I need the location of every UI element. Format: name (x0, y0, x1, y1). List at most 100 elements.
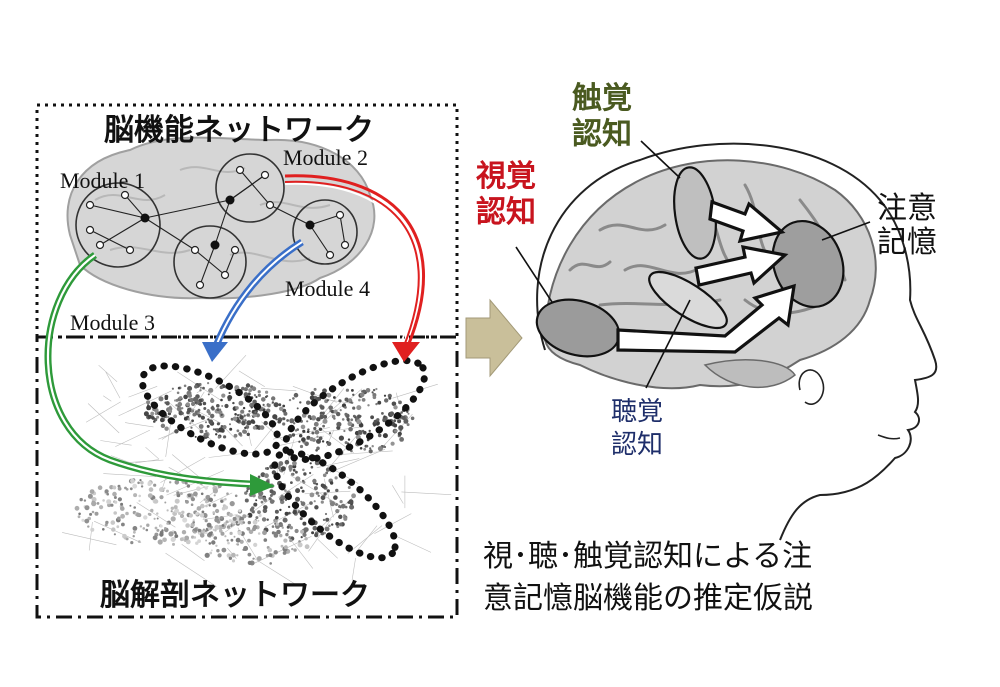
cloud-point (236, 554, 239, 557)
cloud-point (335, 522, 340, 526)
cloud-edge (260, 388, 297, 392)
cloud-edge (329, 448, 386, 473)
cloud-point (205, 494, 211, 500)
cloud-point (265, 390, 269, 394)
cloud-point (133, 530, 136, 534)
cloud-point (298, 440, 301, 443)
cloud-point (176, 491, 180, 495)
cloud-point (182, 517, 188, 523)
cloud-point (286, 529, 290, 533)
cloud-point (253, 502, 258, 507)
cloud-point (311, 531, 315, 535)
cloud-point (292, 460, 297, 466)
cloud-point (301, 479, 305, 483)
cloud-point (239, 415, 244, 420)
cloud-point (106, 492, 109, 496)
cloud-point (322, 424, 325, 428)
cloud-point (153, 420, 156, 423)
cloud-point (174, 480, 180, 485)
cloud-point (197, 414, 202, 418)
cloud-point (248, 410, 251, 413)
cloud-point (394, 429, 398, 433)
cloud-point (268, 553, 272, 557)
cloud-point (232, 416, 238, 422)
cloud-point (190, 522, 195, 527)
cloud-edge (354, 525, 378, 554)
cloud-point (317, 494, 320, 497)
cloud-point (263, 538, 268, 542)
cloud-point (89, 512, 93, 516)
cloud-point (132, 483, 138, 489)
cloud-point (298, 540, 301, 543)
cloud-point (124, 537, 127, 540)
cloud-point (376, 418, 380, 422)
cloud-edge (93, 520, 142, 543)
cloud-point (383, 415, 386, 418)
cloud-point (205, 500, 209, 504)
cloud-point (234, 494, 238, 498)
cloud-point (153, 483, 157, 487)
cloud-point (145, 528, 149, 532)
caption-line1: 視･聴･触覚認知による注 (483, 539, 812, 574)
cloud-point (117, 516, 121, 521)
cloud-edge (395, 392, 399, 403)
cloud-point (210, 549, 213, 552)
cloud-point (351, 493, 356, 499)
cloud-point (187, 407, 192, 413)
cloud-point (102, 528, 105, 531)
cloud-point (183, 394, 188, 400)
cloud-point (226, 525, 231, 529)
cloud-point (203, 407, 207, 410)
cloud-point (295, 496, 300, 502)
cloud-point (344, 406, 347, 409)
cloud-point (328, 405, 334, 411)
cloud-point (199, 513, 205, 518)
cloud-point (231, 552, 236, 558)
cloud-point (304, 537, 308, 541)
cloud-point (283, 411, 288, 416)
cloud-point (322, 418, 328, 424)
cloud-point (113, 511, 117, 515)
cloud-point (185, 500, 189, 504)
right-panel: 視覚 認知 触覚 認知 聴覚 認知 注意 記憶 視･聴･触覚認知による注 意記憶… (476, 81, 938, 616)
cloud-point (300, 529, 305, 534)
cloud-point (335, 503, 338, 506)
cloud-point (225, 520, 229, 524)
cloud-point (228, 556, 233, 560)
cloud-point (253, 542, 258, 548)
cloud-point (217, 553, 222, 558)
cloud-point (407, 412, 410, 415)
cloud-edge (196, 390, 201, 393)
cloud-point (252, 413, 256, 417)
cloud-point (384, 398, 389, 403)
cloud-point (170, 537, 176, 542)
cloud-point (202, 386, 205, 390)
cloud-point (279, 406, 284, 411)
cloud-point (234, 385, 240, 391)
cloud-point (190, 497, 195, 502)
cloud-point (133, 506, 136, 509)
cloud-point (325, 467, 331, 472)
cloud-edge (129, 459, 164, 463)
cloud-point (146, 400, 151, 405)
cloud-point (160, 417, 165, 423)
cloud-point (365, 388, 371, 393)
cloud-point (125, 537, 129, 541)
cloud-point (322, 518, 326, 522)
cloud-point (300, 536, 303, 539)
cloud-point (343, 514, 346, 517)
cloud-point (110, 520, 116, 525)
cloud-point (221, 524, 225, 527)
cloud-point (249, 507, 254, 512)
cloud-point (263, 420, 268, 426)
cloud-point (312, 478, 317, 484)
cloud-point (129, 504, 132, 507)
cloud-point (247, 520, 251, 525)
cloud-point (365, 444, 369, 448)
cloud-point (250, 419, 255, 424)
module-3-arrowhead (250, 474, 275, 496)
cloud-point (185, 523, 190, 528)
cloud-point (147, 512, 151, 516)
functional-network-region: 脳機能ネットワーク Module 1 Module 2 Module 3 Mod… (35, 103, 459, 339)
cloud-point (259, 425, 265, 430)
